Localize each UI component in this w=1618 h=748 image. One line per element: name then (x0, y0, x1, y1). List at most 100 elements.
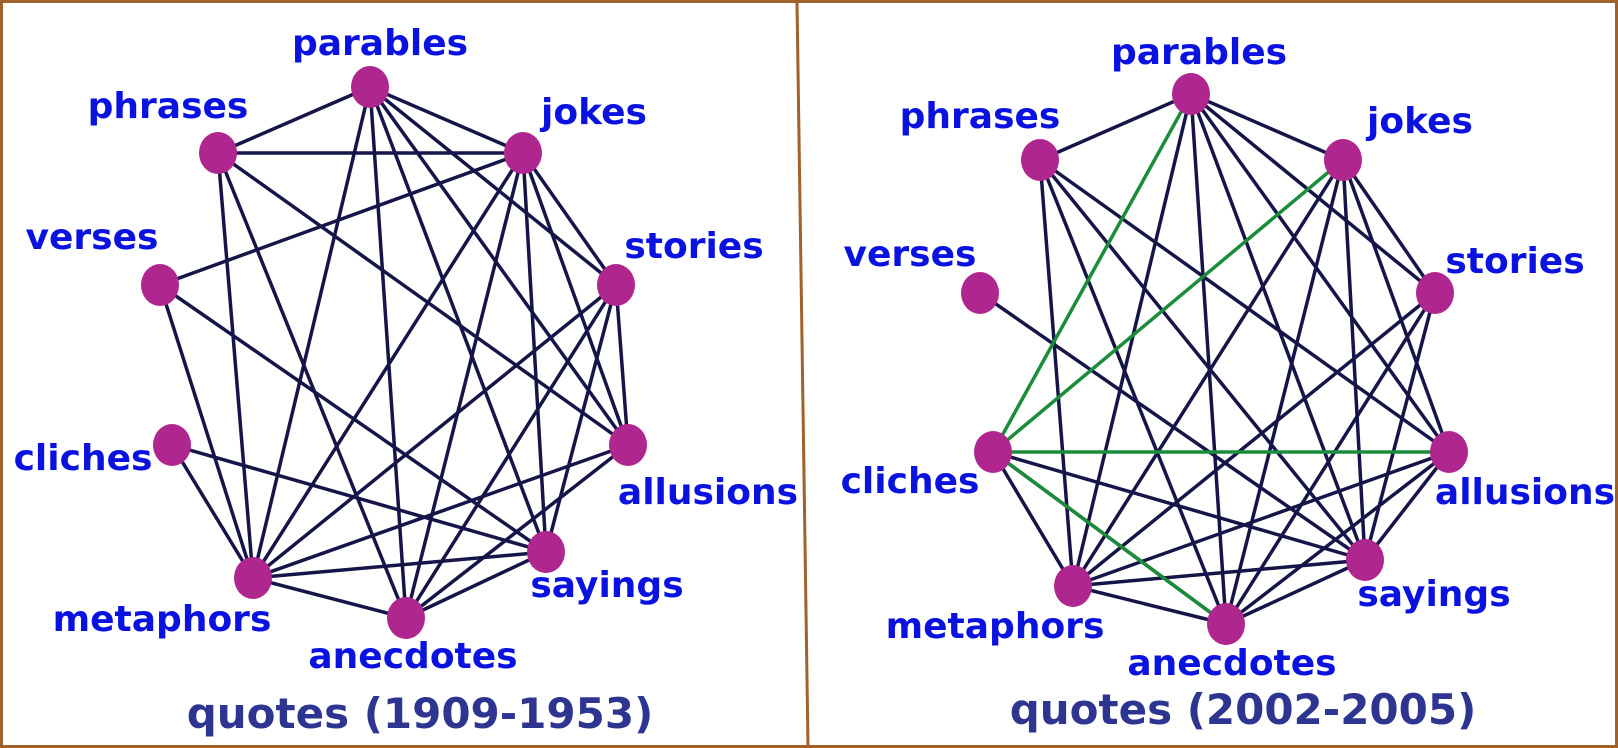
node-sayings (527, 531, 565, 573)
edge-phrases-anecdotes (1038, 158, 1228, 626)
edge-sayings-anecdotes (1224, 558, 1367, 626)
edge-parables-sayings (368, 85, 548, 554)
node-metaphors (1054, 565, 1092, 607)
edge-stories-metaphors (251, 283, 618, 580)
node-label-sayings: sayings (1357, 574, 1510, 615)
node-label-parables: parables (1111, 32, 1287, 73)
node-jokes (1324, 139, 1362, 181)
node-label-parables: parables (292, 23, 468, 64)
node-label-cliches: cliches (841, 461, 980, 502)
node-label-cliches: cliches (14, 438, 153, 479)
edge-jokes-stories (1341, 158, 1437, 295)
edge-metaphors-sayings (251, 550, 548, 580)
panel-caption: quotes (2002-2005) (1010, 685, 1477, 734)
edge-jokes-verses (158, 151, 525, 287)
edge-parables-phrases (1038, 92, 1193, 162)
edge-verses-sayings (158, 283, 548, 554)
node-label-anecdotes: anecdotes (1127, 643, 1336, 684)
edge-phrases-allusions (1038, 158, 1451, 454)
edge-stories-sayings (1363, 291, 1437, 562)
edge-metaphors-sayings (1071, 558, 1367, 588)
highlight-edge-cliches-anecdotes (991, 450, 1228, 626)
node-jokes (504, 132, 542, 174)
edge-parables-anecdotes (368, 85, 408, 620)
edge-jokes-anecdotes (404, 151, 525, 620)
node-label-jokes: jokes (539, 92, 647, 133)
edge-cliches-sayings (991, 450, 1367, 562)
node-allusions (609, 424, 647, 466)
node-label-metaphors: metaphors (886, 606, 1105, 647)
edge-parables-jokes (368, 85, 525, 155)
node-label-sayings: sayings (530, 565, 683, 606)
edge-parables-allusions (1189, 92, 1451, 454)
node-label-verses: verses (844, 234, 977, 275)
highlight-edge-cliches-parables (991, 92, 1193, 454)
edge-allusions-metaphors (1071, 450, 1451, 588)
edge-parables-stories (368, 85, 618, 287)
edge-parables-allusions (368, 85, 630, 447)
edge-layer (158, 85, 630, 620)
node-verses (961, 272, 999, 314)
edge-jokes-allusions (521, 151, 630, 447)
edge-jokes-metaphors (1071, 158, 1345, 588)
node-sayings (1346, 539, 1384, 581)
edge-phrases-allusions (216, 151, 630, 447)
edge-allusions-metaphors (251, 443, 630, 580)
node-cliches (974, 431, 1012, 473)
node-phrases (199, 132, 237, 174)
edge-jokes-allusions (1341, 158, 1451, 454)
edge-cliches-metaphors (991, 450, 1075, 588)
edge-jokes-stories (521, 151, 618, 287)
edge-stories-metaphors (1071, 291, 1437, 588)
node-anecdotes (1207, 603, 1245, 645)
edge-phrases-anecdotes (216, 151, 408, 620)
highlight-edge-cliches-jokes (991, 158, 1345, 454)
edge-cliches-sayings (170, 443, 548, 554)
edge-parables-anecdotes (1189, 92, 1228, 626)
node-metaphors (234, 557, 272, 599)
panel-divider (795, 1, 810, 747)
node-phrases (1021, 139, 1059, 181)
edge-cliches-metaphors (170, 443, 255, 580)
edge-verses-metaphors (158, 283, 255, 580)
edge-allusions-anecdotes (404, 443, 630, 620)
node-label-stories: stories (1445, 241, 1584, 282)
node-stories (1416, 272, 1454, 314)
node-label-verses: verses (26, 217, 159, 258)
label-layer: parables phrases jokes verses stories cliches… (14, 23, 799, 677)
node-allusions (1430, 431, 1468, 473)
node-label-metaphors: metaphors (53, 599, 272, 640)
node-label-phrases: phrases (88, 86, 249, 127)
node-label-stories: stories (624, 226, 763, 267)
edge-parables-stories (1189, 92, 1437, 295)
edge-verses-sayings (978, 291, 1367, 562)
edge-allusions-sayings (1363, 450, 1451, 562)
edge-parables-metaphors (1071, 92, 1193, 588)
node-parables (1172, 73, 1210, 115)
node-label-allusions: allusions (1435, 472, 1615, 513)
node-stories (597, 264, 635, 306)
panel-caption: quotes (1909-1953) (187, 689, 654, 738)
node-parables (351, 66, 389, 108)
edge-sayings-anecdotes (404, 550, 548, 620)
edge-parables-sayings (1189, 92, 1367, 562)
edge-metaphors-anecdotes (1071, 584, 1228, 626)
panel-1909-1953: parables phrases jokes verses stories cliches… (14, 23, 799, 738)
edge-metaphors-anecdotes (251, 576, 408, 620)
edge-phrases-metaphors (1038, 158, 1075, 588)
edge-allusions-anecdotes (1224, 450, 1451, 626)
edge-phrases-sayings (1038, 158, 1367, 562)
edge-stories-sayings (544, 283, 618, 554)
node-label-jokes: jokes (1365, 101, 1473, 142)
edge-stories-allusions (614, 283, 630, 447)
node-layer (141, 66, 647, 639)
node-verses (141, 264, 179, 306)
node-anecdotes (387, 597, 425, 639)
edge-parables-metaphors (251, 85, 372, 580)
edge-parables-jokes (1189, 92, 1345, 162)
node-label-anecdotes: anecdotes (308, 636, 517, 677)
